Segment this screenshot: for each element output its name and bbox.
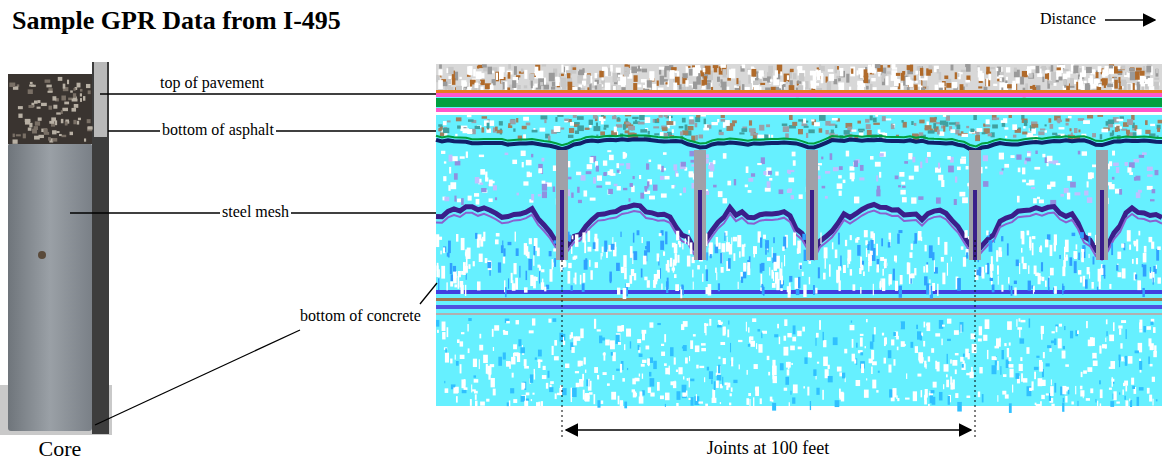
photo-caption: Core	[39, 436, 82, 461]
dimension-label: Joints at 100 feet	[707, 438, 829, 459]
layer-label: top of pavement	[160, 74, 264, 92]
layer-label: steel mesh	[220, 203, 291, 221]
leader-lines	[70, 94, 437, 425]
title: Sample GPR Data from I-495	[12, 6, 341, 36]
gpr-scan	[436, 64, 1162, 413]
dimension-arrow	[566, 429, 971, 431]
layer-label: bottom of concrete	[300, 307, 421, 325]
core-photo	[0, 62, 112, 435]
distance-arrow	[1105, 19, 1155, 21]
joint-lines	[562, 240, 975, 440]
layer-label: bottom of asphalt	[160, 121, 276, 139]
axis-label: Distance	[1040, 10, 1096, 28]
